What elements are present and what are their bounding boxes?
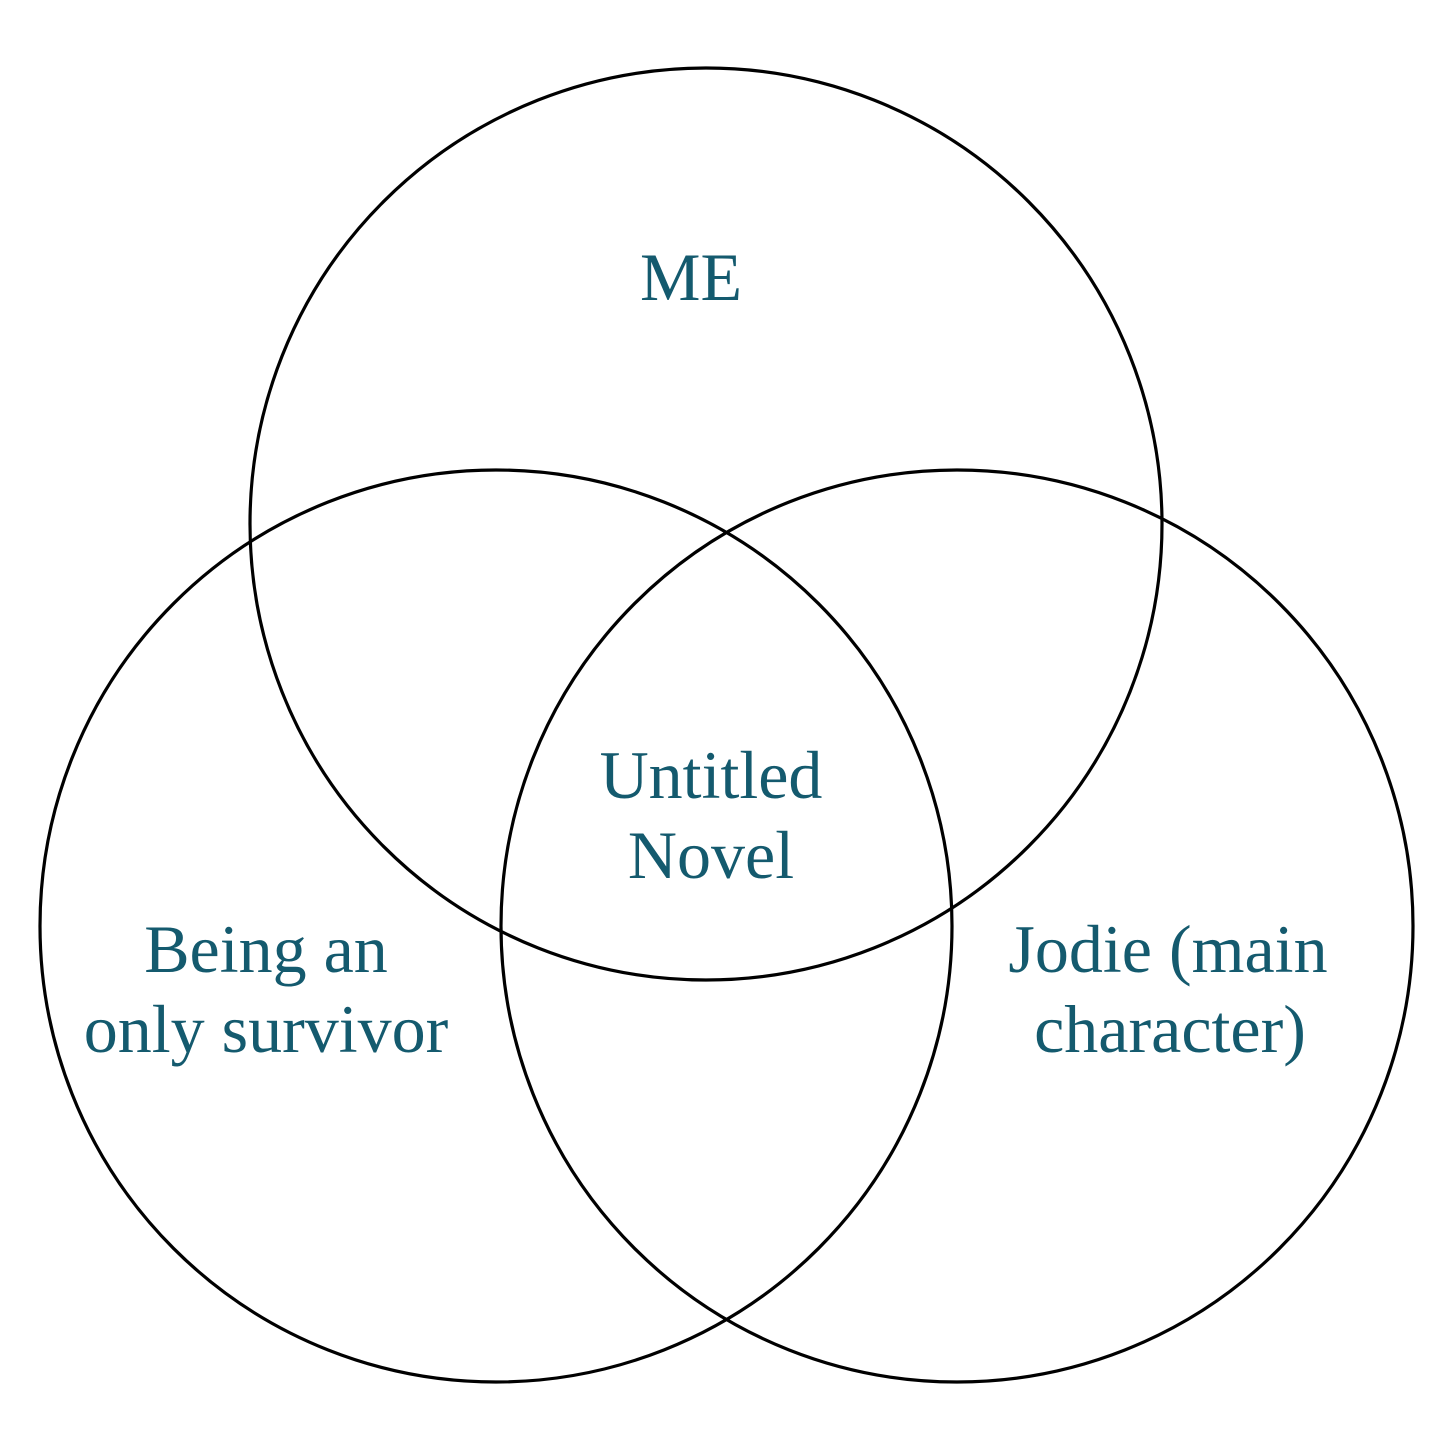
- circle-me: [248, 66, 1164, 982]
- circle-jodie: [499, 468, 1415, 1384]
- label-right-line-1: Jodie (main: [1008, 911, 1327, 987]
- label-left-line-2: only survivor: [84, 991, 449, 1067]
- label-left-line-1: Being an: [144, 911, 388, 987]
- label-intersection-line-2: Novel: [628, 817, 794, 893]
- label-right-line-2: character): [1034, 991, 1306, 1067]
- label-intersection-line-1: Untitled: [600, 737, 823, 813]
- circle-being-an-only-survivor: [38, 468, 954, 1384]
- label-me: ME: [640, 239, 742, 315]
